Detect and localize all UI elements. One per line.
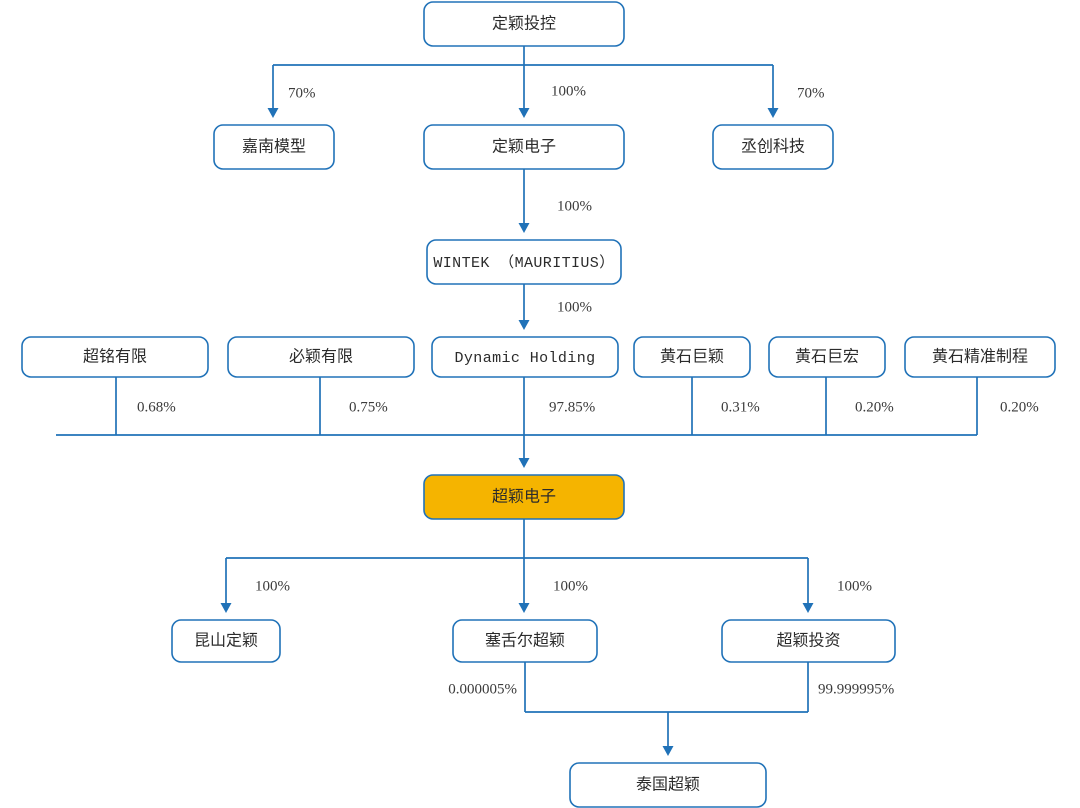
edges-layer [56,46,978,756]
arrowhead-down-icon [518,320,530,330]
node-label: 昆山定颖 [194,632,258,650]
node-kunshan[interactable]: 昆山定颖 [171,619,281,663]
arrowhead-down-icon [518,108,530,118]
edge-label-wintek_out: 100% [557,299,592,315]
node-box [721,619,896,663]
node-huangshi_juying[interactable]: 黄石巨颖 [633,336,751,378]
edge-label-chaoming: 0.68% [137,399,176,415]
node-dynamic_holding[interactable]: Dynamic Holding [431,336,619,378]
node-box [423,1,625,47]
node-label: 定颖投控 [492,15,556,33]
node-box [569,762,767,808]
node-box [452,619,598,663]
node-label: 超颖电子 [492,488,556,506]
edge-label-jingzhun: 0.20% [1000,399,1039,415]
node-chaoming[interactable]: 超铭有限 [21,336,209,378]
arrowhead-down-icon [767,108,779,118]
node-biying[interactable]: 必颖有限 [227,336,415,378]
edge-label-chengchuang: 70% [797,85,825,101]
node-box [423,124,625,170]
node-box [227,336,415,378]
node-label: 黄石巨宏 [795,348,859,366]
edge-label-wintek_in: 100% [557,198,592,214]
edge-label-inv_thai: 99.999995% [818,681,894,697]
node-label: WINTEK （MAURITIUS） [433,254,614,272]
node-huangshi_juhong[interactable]: 黄石巨宏 [768,336,886,378]
edge-label-juhong: 0.20% [855,399,894,415]
node-box [426,239,622,285]
arrowhead-down-icon [802,603,814,613]
node-box [171,619,281,663]
node-label: 黄石精准制程 [932,348,1028,366]
edge-label-kunshan: 100% [255,578,290,594]
node-chaoying_invest[interactable]: 超颖投资 [721,619,896,663]
node-box [423,474,625,520]
arrowhead-down-icon [267,108,279,118]
node-thailand[interactable]: 泰国超颖 [569,762,767,808]
node-label: 必颖有限 [289,348,353,366]
node-wintek[interactable]: WINTEK （MAURITIUS） [426,239,622,285]
node-huangshi_jingzhun[interactable]: 黄石精准制程 [904,336,1056,378]
edge-label-dynamic: 97.85% [549,399,595,415]
node-label: 泰国超颖 [636,776,700,794]
node-dingying_holding[interactable]: 定颖投控 [423,1,625,47]
edge-label-dingying: 100% [551,83,586,99]
node-label: Dynamic Holding [454,350,595,367]
node-box [213,124,335,170]
node-box [712,124,834,170]
node-dingying_elec[interactable]: 定颖电子 [423,124,625,170]
node-label: 塞舌尔超颖 [485,632,565,650]
node-box [633,336,751,378]
node-label: 嘉南模型 [242,138,306,156]
edge-label-seychelles: 100% [553,578,588,594]
node-label: 定颖电子 [492,138,556,156]
arrowhead-down-icon [518,458,530,468]
edge-label-biying: 0.75% [349,399,388,415]
node-seychelles[interactable]: 塞舌尔超颖 [452,619,598,663]
node-box [768,336,886,378]
arrowhead-down-icon [518,223,530,233]
node-chaoying_elec[interactable]: 超颖电子 [423,474,625,520]
node-box [431,336,619,378]
node-label: 超铭有限 [83,348,147,366]
edge-label-sey_thai: 0.000005% [448,681,517,697]
node-box [21,336,209,378]
node-chengchuang[interactable]: 丞创科技 [712,124,834,170]
arrowhead-down-icon [220,603,232,613]
arrowhead-down-icon [518,603,530,613]
node-label: 超颖投资 [776,632,840,650]
edge-label-invest: 100% [837,578,872,594]
node-label: 黄石巨颖 [660,348,724,366]
node-jianan_model[interactable]: 嘉南模型 [213,124,335,170]
node-label: 丞创科技 [741,138,805,156]
arrowhead-down-icon [662,746,674,756]
edge-labels-layer: 70% 100% 70% 100% 100% 0.68% 0.75% 97.85% 0.31% 0… [137,83,1039,697]
node-box [904,336,1056,378]
edge-label-jianan: 70% [288,85,316,101]
edge-label-juying: 0.31% [721,399,760,415]
